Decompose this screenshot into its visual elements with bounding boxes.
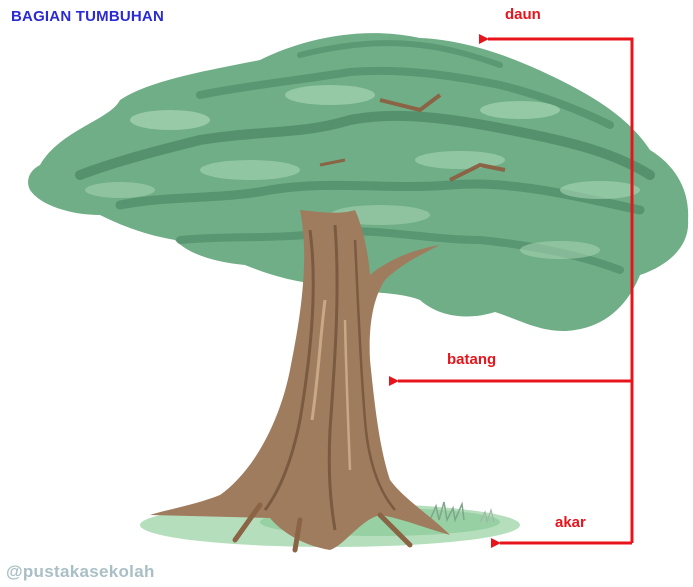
watermark: @pustakasekolah bbox=[6, 562, 155, 582]
label-daun: daun bbox=[505, 6, 541, 23]
label-akar: akar bbox=[555, 514, 586, 531]
label-batang: batang bbox=[447, 351, 496, 368]
diagram-title: BAGIAN TUMBUHAN bbox=[11, 8, 164, 25]
